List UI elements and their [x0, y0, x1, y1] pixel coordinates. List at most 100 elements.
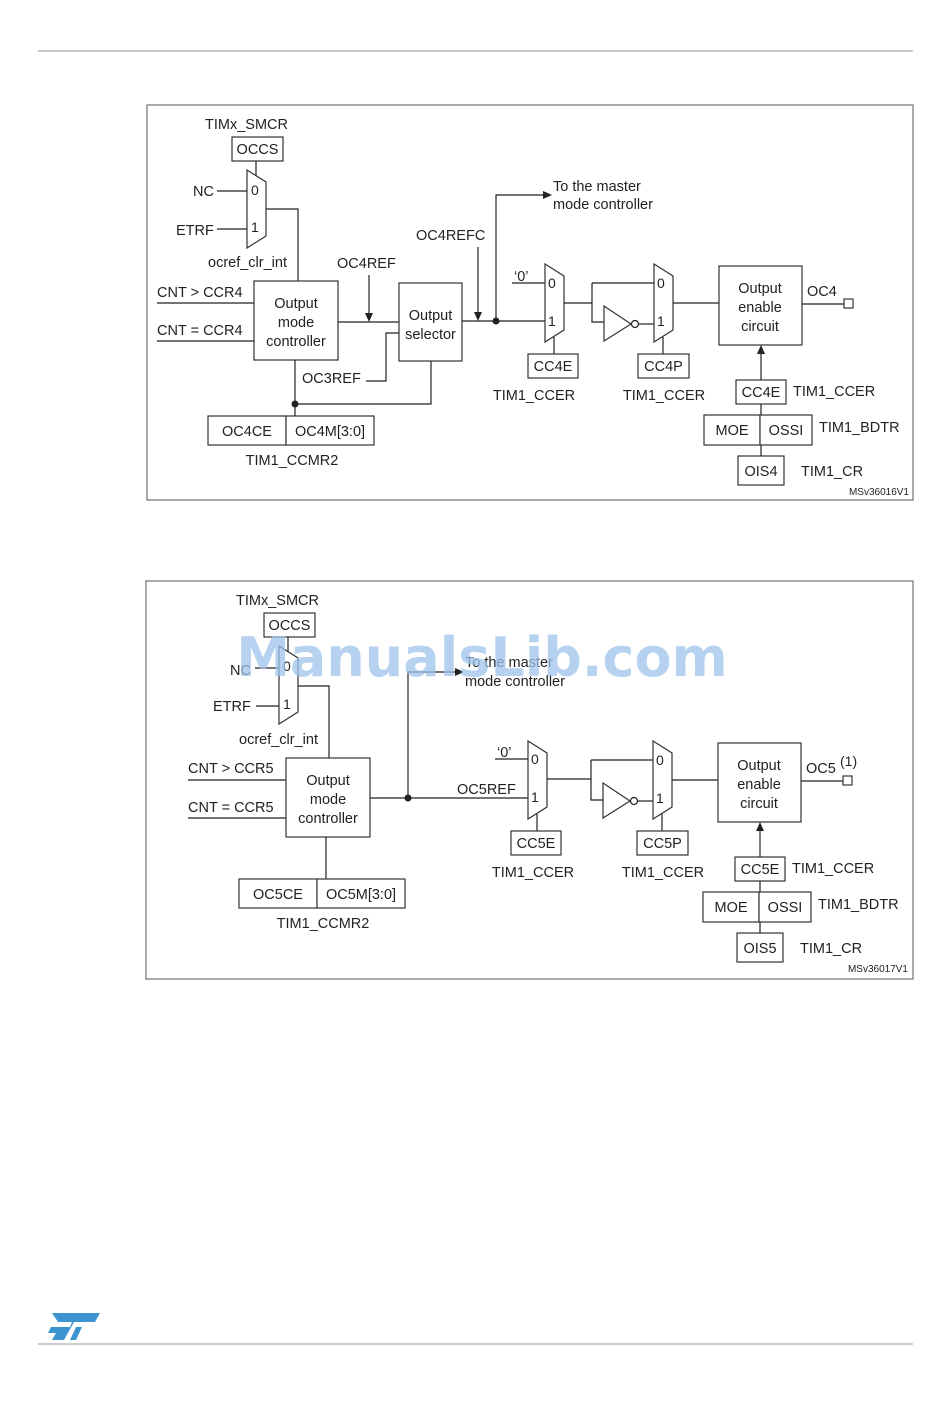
- svg-text:Output: Output: [738, 281, 782, 297]
- bdtr-label: TIM1_BDTR: [819, 420, 900, 436]
- etrf-label: ETRF: [176, 223, 214, 239]
- output-pin: [842, 775, 853, 786]
- bdtr-label: TIM1_BDTR: [818, 897, 899, 913]
- ossi-box: [758, 891, 812, 923]
- svg-text:circuit: circuit: [740, 796, 778, 812]
- cce-b-box: [734, 856, 786, 882]
- occs-box: [231, 136, 284, 162]
- enable-mux: [527, 739, 548, 821]
- cce-box: [510, 830, 562, 856]
- output-pin: [843, 298, 854, 309]
- svg-text:OCCS: OCCS: [269, 618, 311, 634]
- svg-text:1: 1: [531, 789, 539, 805]
- output-mode-controller: [285, 757, 371, 838]
- smcr-label: TIMx_SMCR: [236, 593, 319, 609]
- svg-text:CC4E: CC4E: [534, 359, 573, 375]
- svg-text:CC5E: CC5E: [517, 836, 556, 852]
- svg-text:0: 0: [548, 275, 556, 291]
- polarity-mux: [652, 739, 673, 821]
- ocref-label: OC5REF: [457, 782, 516, 798]
- cnt-eq-label: CNT = CCR4: [157, 323, 243, 339]
- svg-text:1: 1: [283, 696, 291, 712]
- oc3ref-label: OC3REF: [302, 371, 361, 387]
- ossi-box: [759, 414, 813, 446]
- clear-mux: [278, 644, 299, 726]
- output-label: OC5: [806, 761, 836, 777]
- svg-text:OC5M[3:0]: OC5M[3:0]: [326, 887, 396, 903]
- svg-text:0: 0: [656, 752, 664, 768]
- svg-text:mode controller: mode controller: [465, 674, 565, 690]
- output-label: OC4: [807, 284, 837, 300]
- svg-text:CC5E: CC5E: [741, 862, 780, 878]
- moe-box: [703, 414, 761, 446]
- svg-text:MOE: MOE: [714, 900, 747, 916]
- svg-text:OC5CE: OC5CE: [253, 887, 303, 903]
- svg-text:OC4CE: OC4CE: [222, 424, 272, 440]
- ccp-box: [636, 830, 689, 856]
- cce-b-box: [735, 379, 787, 405]
- etrf-label: ETRF: [213, 699, 251, 715]
- ocref-label: OC4REF: [337, 256, 396, 272]
- ccmr-label: TIM1_CCMR2: [246, 453, 339, 469]
- occe-box: [238, 878, 318, 909]
- st-logo: [48, 1313, 100, 1340]
- ocref-clr-label: ocref_clr_int: [208, 255, 287, 271]
- svg-text:selector: selector: [405, 327, 456, 343]
- svg-text:MOE: MOE: [715, 423, 748, 439]
- svg-text:0: 0: [283, 658, 291, 674]
- svg-text:enable: enable: [738, 300, 782, 316]
- ccer-label-3: TIM1_CCER: [792, 861, 874, 877]
- ocm-box: [316, 878, 406, 909]
- polarity-mux: [653, 262, 674, 344]
- svg-text:controller: controller: [298, 811, 358, 827]
- cnt-gt-label: CNT > CCR4: [157, 285, 243, 301]
- svg-text:OSSI: OSSI: [768, 900, 803, 916]
- footnote-marker: (1): [840, 753, 857, 769]
- inverter: [602, 781, 632, 820]
- svg-text:1: 1: [657, 313, 665, 329]
- occs-box: [263, 612, 316, 638]
- ocm-box: [285, 415, 375, 446]
- svg-text:Output: Output: [274, 296, 318, 312]
- cce-box: [527, 353, 579, 379]
- zero-label: ‘0’: [497, 745, 512, 761]
- svg-text:CC4P: CC4P: [644, 359, 683, 375]
- cr-label: TIM1_CR: [801, 464, 863, 480]
- svg-text:Output: Output: [737, 758, 781, 774]
- svg-text:enable: enable: [737, 777, 781, 793]
- svg-text:mode: mode: [278, 315, 314, 331]
- svg-text:CC5P: CC5P: [643, 836, 682, 852]
- ccmr-label: TIM1_CCMR2: [277, 916, 370, 932]
- output-enable-circuit: [718, 265, 803, 346]
- smcr-label: TIMx_SMCR: [205, 117, 288, 133]
- ccp-box: [637, 353, 690, 379]
- svg-text:1: 1: [548, 313, 556, 329]
- svg-text:OIS4: OIS4: [744, 464, 777, 480]
- inverter: [603, 304, 633, 343]
- svg-text:To the master: To the master: [465, 655, 553, 671]
- refc-label: OC4REFC: [416, 228, 485, 244]
- svg-text:CC4E: CC4E: [742, 385, 781, 401]
- svg-text:1: 1: [656, 790, 664, 806]
- figure-oc5-diagram: TIMx_SMCR OCCS 0 1 NC ETRF ocref_clr_int…: [145, 580, 914, 980]
- svg-text:OIS5: OIS5: [743, 941, 776, 957]
- mux-input-1: 1: [251, 219, 259, 235]
- ccer-label-2: TIM1_CCER: [623, 388, 705, 404]
- watermark-text: ManualsLib.com: [236, 626, 728, 689]
- clear-mux: [246, 168, 267, 250]
- figure-code: MSv36016V1: [849, 487, 909, 498]
- svg-text:Output: Output: [306, 773, 350, 789]
- figure-code: MSv36017V1: [848, 964, 908, 975]
- ccer-label-1: TIM1_CCER: [492, 865, 574, 881]
- svg-text:mode: mode: [310, 792, 346, 808]
- output-enable-circuit: [717, 742, 802, 823]
- mux-input-0: 0: [251, 182, 259, 198]
- svg-text:OC4M[3:0]: OC4M[3:0]: [295, 424, 365, 440]
- svg-text:To the master: To the master: [553, 179, 641, 195]
- enable-mux: [544, 262, 565, 344]
- cnt-eq-label: CNT = CCR5: [188, 800, 274, 816]
- output-mode-controller: [253, 280, 339, 361]
- ois-box: [736, 932, 784, 963]
- svg-text:circuit: circuit: [741, 319, 779, 335]
